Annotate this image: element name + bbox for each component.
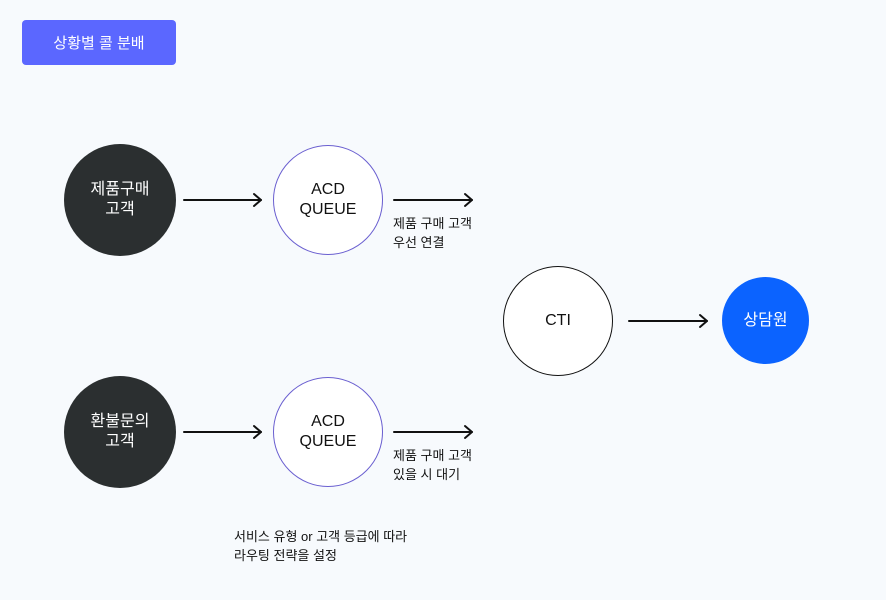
agent-node: 상담원 (722, 277, 809, 364)
arrow-queue-bottom-out (393, 425, 473, 439)
caption-wait: 제품 구매 고객 있을 시 대기 (393, 448, 472, 482)
routing-note: 서비스 유형 or 고객 등급에 따라 라우팅 전략을 설정 (234, 529, 408, 563)
caption-priority-connect: 제품 구매 고객 우선 연결 (393, 216, 472, 250)
refund-customer-node: 환불문의 고객 (64, 376, 176, 488)
arrow-cti-to-agent (628, 314, 708, 328)
acd-queue-bottom-node: ACD QUEUE (273, 377, 383, 487)
cti-node: CTI (503, 266, 613, 376)
acd-queue-top-node: ACD QUEUE (273, 145, 383, 255)
arrow-refund-to-queue (183, 425, 262, 439)
arrow-queue-top-out (393, 193, 473, 207)
arrow-purchase-to-queue (183, 193, 262, 207)
purchase-customer-node: 제품구매 고객 (64, 144, 176, 256)
title-chip: 상황별 콜 분배 (22, 20, 176, 65)
